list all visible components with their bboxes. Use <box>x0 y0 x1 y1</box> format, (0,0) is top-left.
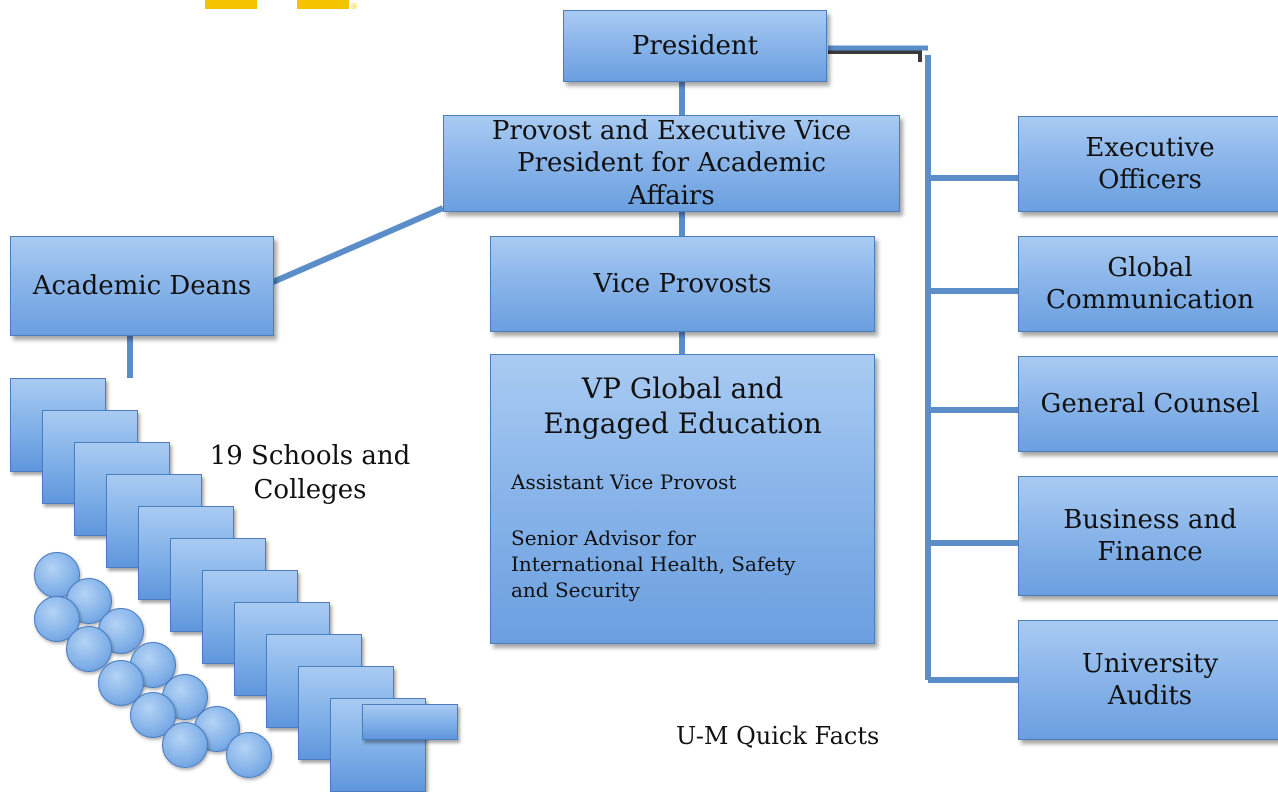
logo-fragment: ® <box>205 0 357 11</box>
global-communication-label: Global Communication <box>1046 252 1254 316</box>
business-finance-label: Business and Finance <box>1063 504 1237 568</box>
university-audits-label: University Audits <box>1081 648 1219 712</box>
vp-global-title: VP Global and Engaged Education <box>543 372 822 440</box>
circle-node <box>226 732 272 778</box>
academic-deans-label: Academic Deans <box>32 270 252 301</box>
vice-provosts-box: Vice Provosts <box>490 236 875 332</box>
circle-node <box>66 626 112 672</box>
executive-officers-box: Executive Officers <box>1018 116 1278 212</box>
vp-global-engaged-education-box: VP Global and Engaged Education Assistan… <box>490 354 875 644</box>
general-counsel-box: General Counsel <box>1018 356 1278 452</box>
academic-deans-box: Academic Deans <box>10 236 274 336</box>
president-label: President <box>631 30 759 61</box>
global-communication-box: Global Communication <box>1018 236 1278 332</box>
circle-node <box>162 722 208 768</box>
school-card <box>362 704 458 740</box>
vp-global-sub-senior-advisor: Senior Advisor for International Health,… <box>511 526 796 602</box>
university-audits-box: University Audits <box>1018 620 1278 740</box>
connector-lines <box>127 45 1018 683</box>
general-counsel-label: General Counsel <box>1040 388 1260 419</box>
footer-partial-text: U-M Quick Facts <box>676 722 880 750</box>
provost-label: Provost and Executive Vice President for… <box>491 115 852 211</box>
executive-officers-label: Executive Officers <box>1085 132 1215 196</box>
business-finance-box: Business and Finance <box>1018 476 1278 596</box>
vp-global-sub-assistant: Assistant Vice Provost <box>511 470 737 494</box>
schools-label: 19 Schools and Colleges <box>209 441 411 505</box>
president-box: President <box>563 10 827 82</box>
vice-provosts-label: Vice Provosts <box>593 268 772 299</box>
provost-box: Provost and Executive Vice President for… <box>443 115 900 212</box>
